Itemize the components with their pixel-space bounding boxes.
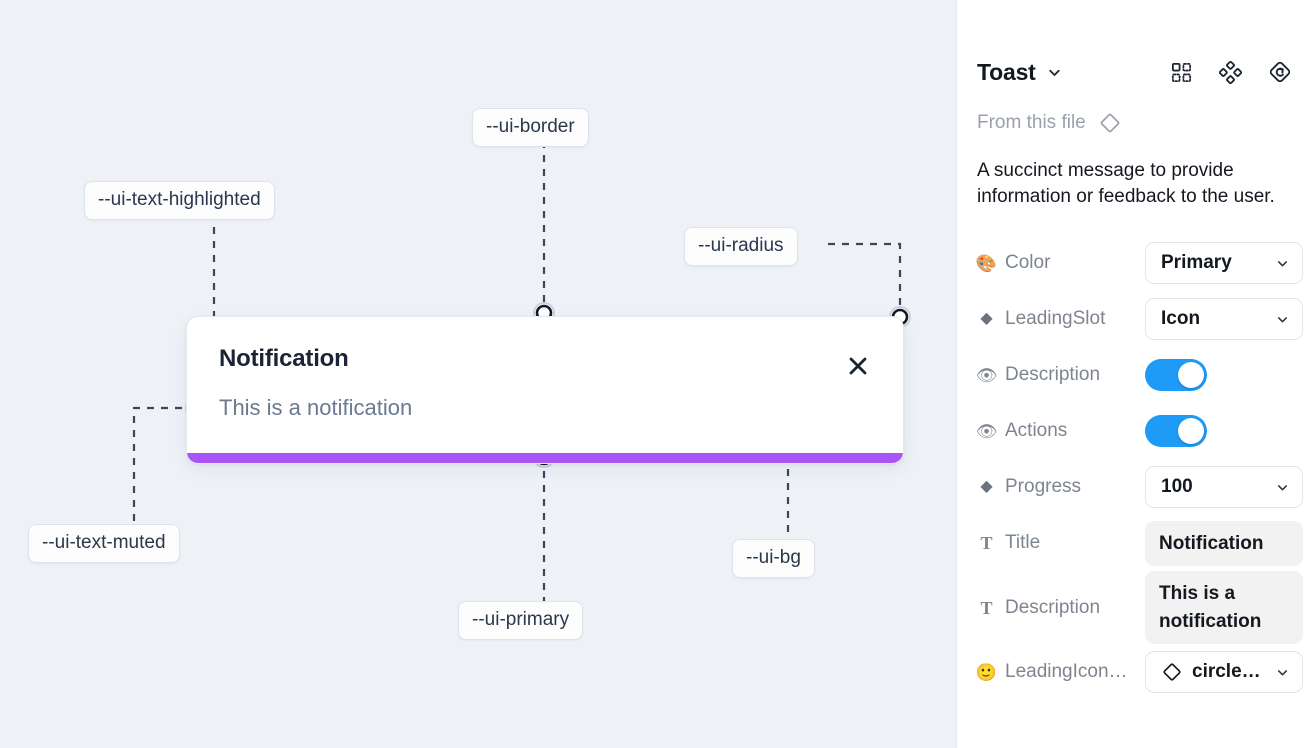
property-row-leadingicon: 🙂 LeadingIcon… circle… <box>975 644 1303 700</box>
component-description: A succinct message to provide informatio… <box>977 160 1275 207</box>
property-row-actions-toggle: 👁 Actions <box>975 403 1292 459</box>
property-name: LeadingIcon… <box>1005 661 1128 683</box>
annotation-pill-ui-primary[interactable]: --ui-primary <box>458 601 584 640</box>
property-name: Actions <box>1005 420 1068 442</box>
progress-select-value: 100 <box>1161 476 1193 498</box>
design-canvas[interactable]: Notification This is a notification --ui… <box>0 0 956 748</box>
property-name: LeadingSlot <box>1005 308 1106 330</box>
toast-description: This is a notification <box>219 395 413 420</box>
properties-panel: Toast <box>956 0 1312 748</box>
property-label-description: 👁 Description <box>975 364 1145 386</box>
property-label-title: T Title <box>977 532 1145 554</box>
color-select-value: Primary <box>1161 252 1232 274</box>
property-row-color: 🎨 Color Primary <box>975 235 1303 291</box>
color-select[interactable]: Primary <box>1145 242 1303 285</box>
variants-icon[interactable] <box>1219 60 1242 84</box>
annotation-pill-ui-bg[interactable]: --ui-bg <box>732 539 815 578</box>
smiley-icon: 🙂 <box>975 662 998 682</box>
from-this-file-row[interactable]: From this file <box>977 110 1292 136</box>
property-label-description-text: T Description <box>977 597 1145 619</box>
property-row-title: T Title Notification <box>977 515 1303 571</box>
toggle-knob <box>1178 362 1204 389</box>
diamond-icon: ◆ <box>980 478 993 496</box>
property-name: Color <box>1005 252 1051 274</box>
close-icon[interactable] <box>845 353 871 379</box>
diamond-icon: ◆ <box>980 310 993 328</box>
toggle-knob <box>1178 418 1204 445</box>
palette-icon: 🎨 <box>975 253 998 273</box>
reset-instance-icon[interactable] <box>1268 60 1292 84</box>
property-row-description-text: T Description This is a notification <box>977 571 1303 645</box>
progress-select[interactable]: 100 <box>1145 466 1303 509</box>
property-label-leadingslot: ◆ LeadingSlot <box>977 308 1145 330</box>
property-label-actions: 👁 Actions <box>975 420 1145 442</box>
actions-toggle[interactable] <box>1145 415 1207 448</box>
page-title: Toast <box>977 58 1036 85</box>
text-icon: T <box>980 597 993 618</box>
text-icon: T <box>980 533 993 554</box>
property-row-description-toggle: 👁 Description <box>975 347 1292 403</box>
chevron-down-icon <box>1275 256 1290 271</box>
component-grid-icon[interactable] <box>1170 61 1193 84</box>
annotation-pill-ui-text-highlighted[interactable]: --ui-text-highlighted <box>84 181 275 220</box>
panel-header-actions <box>1170 60 1292 84</box>
chevron-down-icon <box>1275 665 1290 680</box>
property-row-progress: ◆ Progress 100 <box>977 459 1303 515</box>
chevron-down-icon <box>1275 312 1290 327</box>
annotation-pill-ui-text-muted[interactable]: --ui-text-muted <box>28 524 180 563</box>
annotation-pill-ui-border[interactable]: --ui-border <box>472 108 589 147</box>
property-label-leadingicon: 🙂 LeadingIcon… <box>975 661 1145 683</box>
eye-icon: 👁 <box>975 365 998 385</box>
property-row-leadingslot: ◆ LeadingSlot Icon <box>977 291 1303 347</box>
property-name: Description <box>1005 364 1101 386</box>
toast-title: Notification <box>219 345 349 372</box>
property-label-color: 🎨 Color <box>975 252 1145 274</box>
property-list: 🎨 Color Primary ◆ LeadingSlot <box>975 235 1303 700</box>
leadingslot-select-value: Icon <box>1161 308 1201 330</box>
eye-icon: 👁 <box>975 421 998 441</box>
annotation-pill-ui-radius[interactable]: --ui-radius <box>684 227 798 266</box>
leadingicon-select[interactable]: circle… <box>1145 651 1303 694</box>
panel-header: Toast <box>977 46 1292 98</box>
property-name: Description <box>1005 596 1101 618</box>
diamond-icon <box>1098 111 1122 135</box>
diamond-icon <box>1161 661 1183 683</box>
chevron-down-icon[interactable] <box>1046 64 1063 81</box>
chevron-down-icon <box>1275 480 1290 495</box>
property-name: Title <box>1005 532 1041 554</box>
toast-preview-card[interactable]: Notification This is a notification <box>186 316 904 464</box>
toast-progress-bar <box>187 453 903 463</box>
property-label-progress: ◆ Progress <box>977 476 1145 498</box>
property-name: Progress <box>1005 476 1082 498</box>
description-toggle[interactable] <box>1145 359 1207 392</box>
leadingslot-select[interactable]: Icon <box>1145 298 1303 341</box>
title-input[interactable]: Notification <box>1145 520 1303 567</box>
leadingicon-select-value: circle… <box>1192 661 1261 683</box>
description-input[interactable]: This is a notification <box>1145 571 1303 645</box>
from-this-file-label: From this file <box>977 112 1086 133</box>
